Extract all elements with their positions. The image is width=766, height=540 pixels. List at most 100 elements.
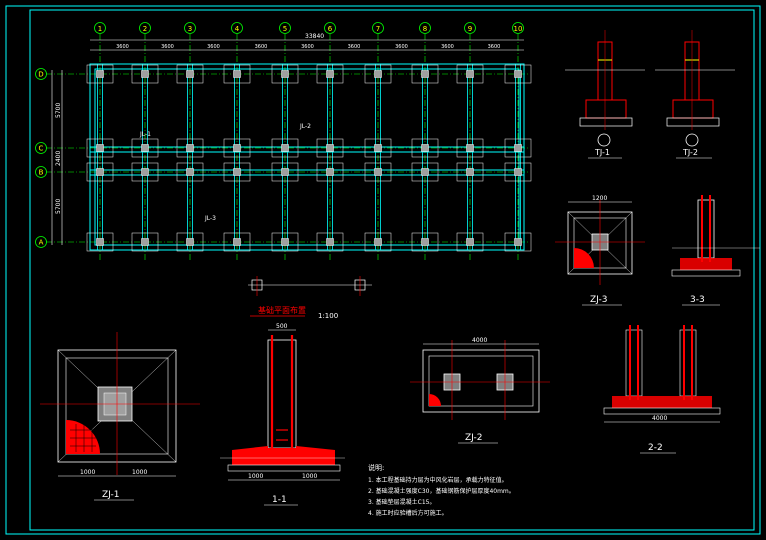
column [421,238,429,246]
footing-outline [504,162,532,182]
zj1-dim-right: 1000 [132,469,147,476]
footing-outline [504,64,532,84]
footing-outline [316,232,344,252]
footing-outline [176,162,204,182]
tj1-title: TJ-1 [594,148,610,157]
axis-letter: A [39,239,44,247]
footing-outline [271,162,299,182]
footing-outline [411,138,439,158]
axis-number: 8 [423,25,427,33]
column [326,144,334,152]
footing-outline [271,138,299,158]
column [233,144,241,152]
column [186,168,194,176]
footing-outline [504,138,532,158]
axis-bubble [512,22,524,34]
footing-outline [364,64,392,84]
zj2-detail: 4000 ZJ-2 [410,337,550,444]
footing-outline [176,138,204,158]
segment-dimension: 3600 [301,44,314,50]
column [514,168,522,176]
section-3-3: 3-3 [671,195,760,306]
column [233,168,241,176]
s11-top-dim: 500 [276,323,288,330]
axis-bubble [372,22,384,34]
zj1-detail: 1000 1000 ZJ-1 [40,332,200,501]
footing-outline [411,64,439,84]
footing-outline [316,162,344,182]
footing-outline [131,138,159,158]
column [96,70,104,78]
footing-outline [223,64,251,84]
footing-outline [176,232,204,252]
axis-number: 10 [514,25,523,33]
axis-bubble [139,22,151,34]
column [233,70,241,78]
tj2-title: TJ-2 [682,148,698,157]
column [141,70,149,78]
footing-outline [504,232,532,252]
footing-outline [223,232,251,252]
column [281,144,289,152]
column [466,144,474,152]
axis-bubble [464,22,476,34]
column [186,144,194,152]
left-dimension: 5700 [55,103,62,118]
segment-dimension: 3600 [161,44,174,50]
column [421,168,429,176]
s22-title: 2-2 [648,443,663,453]
segment-dimension: 3600 [488,44,501,50]
axis-bubble [35,68,47,80]
axis-bubble [279,22,291,34]
footing-outline [271,64,299,84]
axis-bubble [35,236,47,248]
column [374,144,382,152]
column [421,70,429,78]
axis-letter: D [38,71,43,79]
footing-outline [456,162,484,182]
column [326,238,334,246]
zj2-total: 4000 [472,337,487,344]
axis-bubble [35,166,47,178]
axis-number: 5 [283,25,287,33]
column [514,238,522,246]
footing-outline [271,232,299,252]
column [96,238,104,246]
column [281,70,289,78]
note-item: 4. 施工时应验槽后方可施工。 [368,509,448,517]
column [514,144,522,152]
note-item: 3. 基础垫层混凝土C15。 [368,498,435,506]
axis-number: 4 [235,25,240,33]
column [374,238,382,246]
column [141,238,149,246]
axis-number: 1 [98,25,102,33]
note-item: 2. 基础混凝土强度C30，基础钢筋保护层厚度40mm。 [368,487,515,495]
s33-title: 3-3 [690,295,705,305]
s11-dim-a: 1000 [248,473,263,480]
footing-outline [176,64,204,84]
footing-outline [364,162,392,182]
footing-outline [131,162,159,182]
s11-dim-b: 1000 [302,473,317,480]
footing-outline [316,64,344,84]
column [466,70,474,78]
s22-width: 4000 [652,415,667,422]
segment-dimension: 3600 [395,44,408,50]
footing-outline [223,162,251,182]
column [96,168,104,176]
column [186,70,194,78]
footing-outline [456,138,484,158]
drawing-frame-outer [5,5,761,535]
footing-outline [456,232,484,252]
axis-number: 6 [328,25,333,33]
tj2-detail: TJ-2 [655,30,735,159]
axis-bubble [324,22,336,34]
left-dimension: 2400 [55,151,62,166]
plan-scale: 1:100 [318,312,338,320]
axis-number: 9 [468,25,472,33]
axis-bubble [231,22,243,34]
column [326,168,334,176]
beam-label: JL-1 [139,131,151,138]
column [466,238,474,246]
